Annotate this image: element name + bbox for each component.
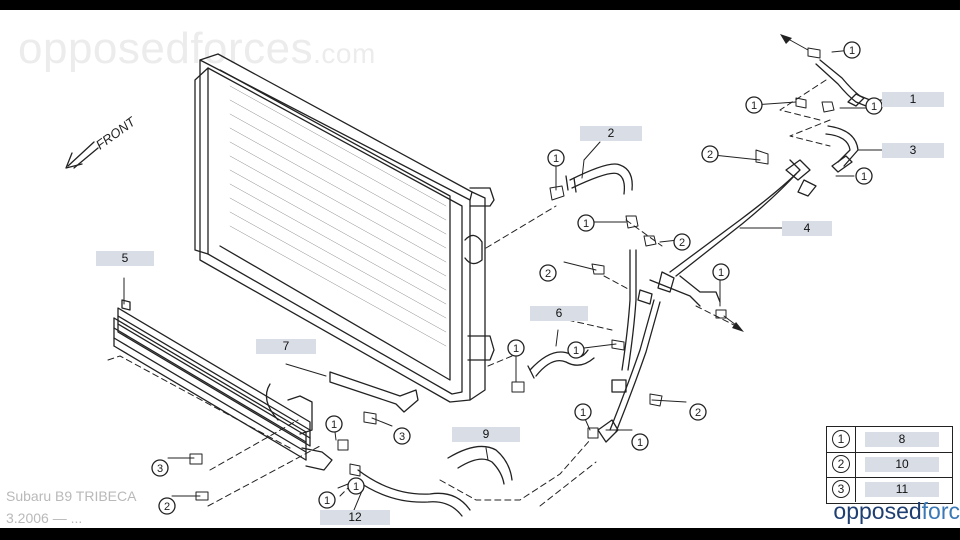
fastener-symbol: 1: [745, 96, 763, 114]
legend-value: 8: [865, 432, 939, 447]
fastener-symbol: 1: [577, 214, 595, 232]
svg-text:1: 1: [861, 171, 867, 183]
svg-text:1: 1: [324, 495, 330, 507]
parts-diagram: FRONT 1 1 1 1 1 1 1 1 1 1 1 1 1 1 2 2 2 2 2 3 3: [65, 34, 883, 517]
pipe-1: [815, 59, 871, 107]
watermark-tld: .com: [313, 38, 376, 69]
brand-logo: opposedforc: [833, 498, 960, 525]
callout-part-5: 5: [96, 251, 154, 266]
fastener-symbol: 1: [855, 167, 873, 185]
svg-text:1: 1: [849, 45, 855, 57]
fastener-symbol: 3: [393, 427, 411, 445]
svg-text:1: 1: [553, 153, 559, 165]
svg-text:2: 2: [679, 237, 685, 249]
pipe-4: [597, 159, 817, 443]
fastener-symbol: 1: [865, 97, 883, 115]
callout-part-7: 7: [256, 339, 316, 354]
brand-part-1: opposed: [833, 498, 922, 524]
svg-text:1: 1: [751, 100, 757, 112]
flow-arrows: [732, 34, 792, 332]
watermark-name: opposedforces: [18, 24, 314, 73]
fastener-symbol: 2: [158, 497, 176, 515]
svg-text:2: 2: [545, 268, 551, 280]
diagram-stage: opposedforces.com: [0, 10, 960, 528]
legend-symbol: 2: [832, 455, 850, 473]
front-label: FRONT: [93, 113, 139, 152]
caption-model: Subaru B9 TRIBECA: [6, 488, 137, 504]
svg-text:1: 1: [637, 437, 643, 449]
front-arrow: [65, 141, 99, 169]
legend-symbol: 3: [832, 480, 850, 498]
fastener-symbol: 2: [701, 145, 719, 163]
fastener-symbol: 1: [318, 491, 336, 509]
hose-lower-right: [447, 445, 513, 485]
legend-row: 3 11: [827, 477, 952, 502]
svg-text:2: 2: [164, 501, 170, 513]
oil-cooler: [113, 299, 333, 471]
legend-value: 11: [865, 482, 939, 497]
svg-text:3: 3: [399, 431, 405, 443]
svg-text:2: 2: [695, 407, 701, 419]
fastener-symbol: 2: [673, 233, 691, 251]
legend-value: 10: [865, 457, 939, 472]
fastener-legend: 1 8 2 10 3 11: [826, 426, 953, 504]
pipe-3: [825, 125, 859, 173]
radiator: [194, 53, 495, 403]
fastener-symbol: 3: [151, 459, 169, 477]
svg-text:2: 2: [707, 149, 713, 161]
fastener-symbol: 2: [539, 264, 557, 282]
fasteners: [189, 47, 835, 501]
svg-text:1: 1: [331, 419, 337, 431]
hose-middle: [527, 349, 595, 379]
fastener-symbol: 1: [567, 341, 585, 359]
hose-upper: [565, 163, 633, 195]
svg-text:1: 1: [871, 101, 877, 113]
fastener-symbol: 1: [843, 41, 861, 59]
fastener-symbol: 1: [574, 403, 592, 421]
watermark-logo: opposedforces.com: [18, 24, 376, 74]
callout-part-9: 9: [452, 427, 520, 442]
callout-part-4: 4: [782, 221, 832, 236]
svg-text:1: 1: [573, 345, 579, 357]
fastener-symbol: 1: [347, 477, 365, 495]
leader-lines: [107, 79, 831, 507]
fastener-symbol: 1: [325, 415, 343, 433]
fastener-symbol: 1: [712, 263, 730, 281]
fastener-symbol: 1: [507, 339, 525, 357]
callout-part-2: 2: [580, 126, 642, 141]
callout-part-3: 3: [882, 143, 944, 158]
fastener-symbol: 1: [547, 149, 565, 167]
svg-text:1: 1: [580, 407, 586, 419]
caption-date: 3.2006 — ...: [6, 510, 83, 526]
callout-part-6: 6: [530, 306, 588, 321]
fastener-symbol: 1: [631, 433, 649, 451]
legend-symbol: 1: [832, 430, 850, 448]
svg-text:3: 3: [157, 463, 163, 475]
hose-lower-left: [355, 469, 471, 517]
callout-part-12: 12: [320, 510, 390, 525]
legend-row: 2 10: [827, 452, 952, 478]
svg-text:1: 1: [583, 218, 589, 230]
bracket: [329, 371, 419, 413]
svg-text:1: 1: [513, 343, 519, 355]
svg-text:1: 1: [353, 481, 359, 493]
brand-part-2: forc: [921, 498, 960, 524]
svg-text:1: 1: [718, 267, 724, 279]
fastener-symbol: 2: [689, 403, 707, 421]
callout-part-1: 1: [882, 92, 944, 107]
fastener-symbols: 1 1 1 1 1 1 1 1 1 1 1 1 1 1 2 2 2 2 2 3 3: [151, 41, 883, 515]
legend-row: 1 8: [827, 427, 952, 453]
